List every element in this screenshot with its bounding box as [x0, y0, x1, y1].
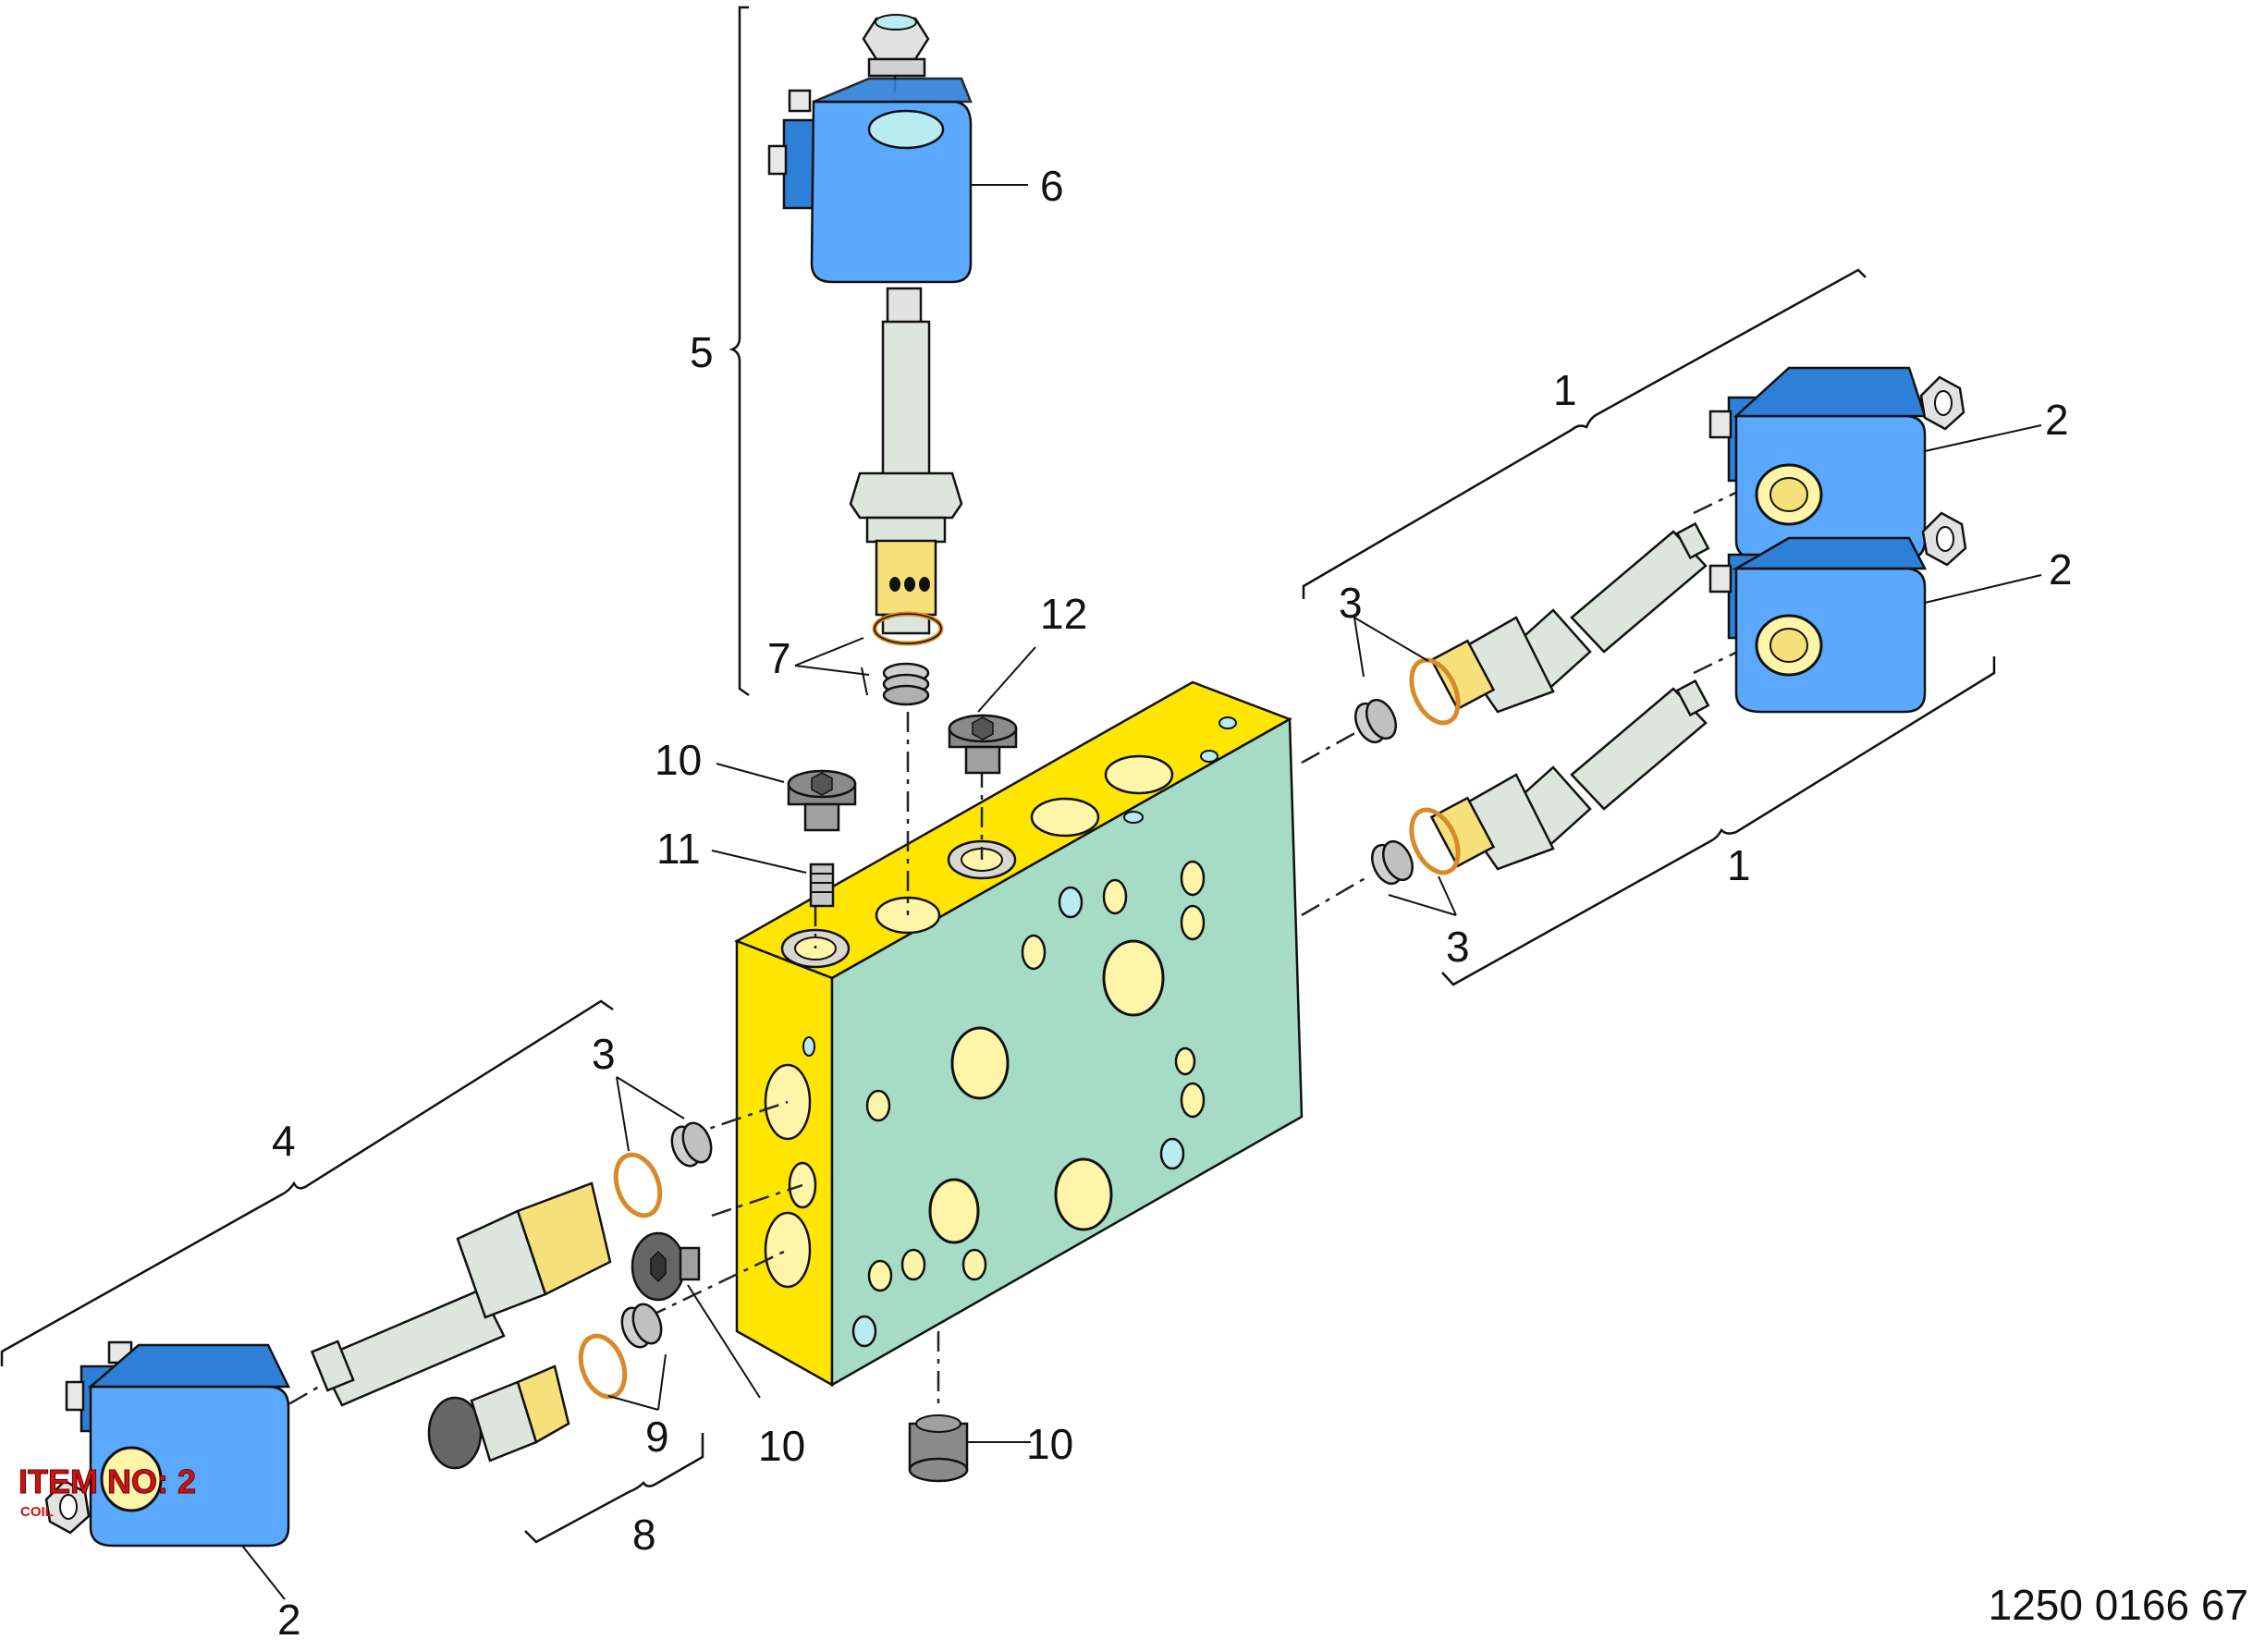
top-small-hole	[1218, 716, 1237, 729]
side-port	[764, 1211, 812, 1289]
callout-9: 9	[645, 1413, 669, 1461]
callout-1-lower: 1	[1727, 841, 1751, 889]
callout-11: 11	[656, 825, 701, 873]
front-small-hole	[1159, 1137, 1185, 1170]
top-valve-assembly	[767, 14, 973, 706]
top-cartridge	[849, 287, 963, 635]
leader-lines	[241, 184, 2042, 1600]
callout-10-top: 10	[655, 736, 702, 784]
item-marker-label: ITEM NO: 2	[18, 1462, 196, 1500]
bracket-item-1-upper	[1302, 268, 1867, 599]
front-port-large	[950, 1026, 1010, 1100]
manifold-side-face	[735, 939, 834, 1388]
right-upper-backup-ring	[1354, 698, 1397, 744]
front-small-hole	[1058, 886, 1084, 919]
top-backup-ring	[882, 662, 930, 706]
callout-2-mid: 2	[2049, 545, 2073, 593]
right-lower-coil	[1708, 536, 1928, 714]
front-port	[900, 1248, 926, 1281]
right-upper-assembly	[1354, 366, 1965, 744]
bracket-item-5	[729, 6, 750, 697]
top-oring-outline	[874, 613, 942, 644]
callout-3-left: 3	[592, 1030, 616, 1078]
front-port	[1180, 860, 1206, 897]
callout-5: 5	[690, 328, 714, 376]
item-marker-sublabel: COIL	[20, 1504, 54, 1520]
setscrew-item-11	[809, 863, 835, 908]
check-oring	[578, 1333, 628, 1400]
left-assembly	[44, 1121, 713, 1548]
left-nut	[44, 1479, 91, 1535]
side-small-hole	[802, 1036, 815, 1057]
plug-item-10-mid	[631, 1231, 701, 1302]
bracket-item-1-lower	[1441, 656, 1996, 986]
right-lower-assembly	[1371, 511, 1967, 886]
plug-item-10-bottom	[908, 1414, 969, 1483]
plug-item-12	[948, 714, 1018, 775]
right-lower-cartridge	[1429, 679, 1710, 871]
left-cartridge	[310, 1181, 612, 1407]
callout-3-upper-right: 3	[1339, 579, 1363, 627]
front-ports	[851, 860, 1206, 1348]
left-oring	[613, 1152, 663, 1218]
left-backup-ring	[670, 1121, 713, 1168]
top-nut	[862, 14, 930, 78]
right-lower-nut	[1921, 511, 1967, 567]
callout-12: 12	[1040, 590, 1087, 638]
top-port	[1030, 797, 1100, 838]
callout-1-upper: 1	[1553, 366, 1577, 414]
front-port	[1180, 904, 1206, 941]
check-backup-ring	[620, 1303, 663, 1349]
right-upper-coil	[1708, 366, 1927, 561]
top-small-hole	[1123, 811, 1144, 824]
top-coil	[767, 77, 973, 284]
document-number: 1250 0166 67	[1989, 1581, 2248, 1629]
top-port	[1104, 754, 1174, 795]
callout-4: 4	[272, 1117, 296, 1165]
manifold-block	[734, 680, 1304, 1388]
callout-10-bottom: 10	[1026, 1420, 1073, 1468]
front-port	[865, 1089, 891, 1122]
front-port	[961, 1248, 987, 1281]
front-port	[1180, 1082, 1206, 1119]
right-upper-cartridge	[1429, 521, 1710, 714]
front-port-large	[1102, 939, 1165, 1017]
check-valve	[427, 1364, 570, 1470]
front-port-large	[1054, 1157, 1113, 1231]
plug-item-10-top	[787, 769, 857, 832]
front-port	[867, 1259, 893, 1292]
item-marker: ITEM NO: 2 COIL	[18, 1462, 197, 1521]
callout-6: 6	[1040, 162, 1064, 210]
front-port	[1102, 878, 1128, 915]
callout-3-lower-right: 3	[1446, 923, 1470, 971]
side-ports	[764, 1036, 817, 1289]
callout-2-top: 2	[2045, 396, 2069, 444]
callout-7: 7	[767, 634, 791, 682]
callout-10-mid: 10	[758, 1422, 805, 1470]
front-port-large	[928, 1178, 980, 1244]
left-coil	[65, 1340, 291, 1548]
right-upper-nut	[1919, 375, 1965, 431]
callouts: 6 5 7 12 10 11 1 2 2 3 1 3 3 4 9 10 10 8…	[272, 162, 2073, 1644]
bracket-item-8	[524, 1433, 704, 1544]
right-lower-oring	[1409, 807, 1461, 875]
front-port	[1174, 1046, 1196, 1076]
right-lower-backup-ring	[1371, 839, 1414, 886]
callout-8: 8	[632, 1511, 656, 1559]
callout-2-left: 2	[277, 1596, 301, 1644]
top-small-hole	[1200, 750, 1218, 763]
front-port	[1021, 934, 1047, 971]
bracket-item-4	[0, 999, 614, 1366]
right-upper-oring	[1409, 657, 1461, 726]
front-small-hole	[851, 1315, 877, 1348]
